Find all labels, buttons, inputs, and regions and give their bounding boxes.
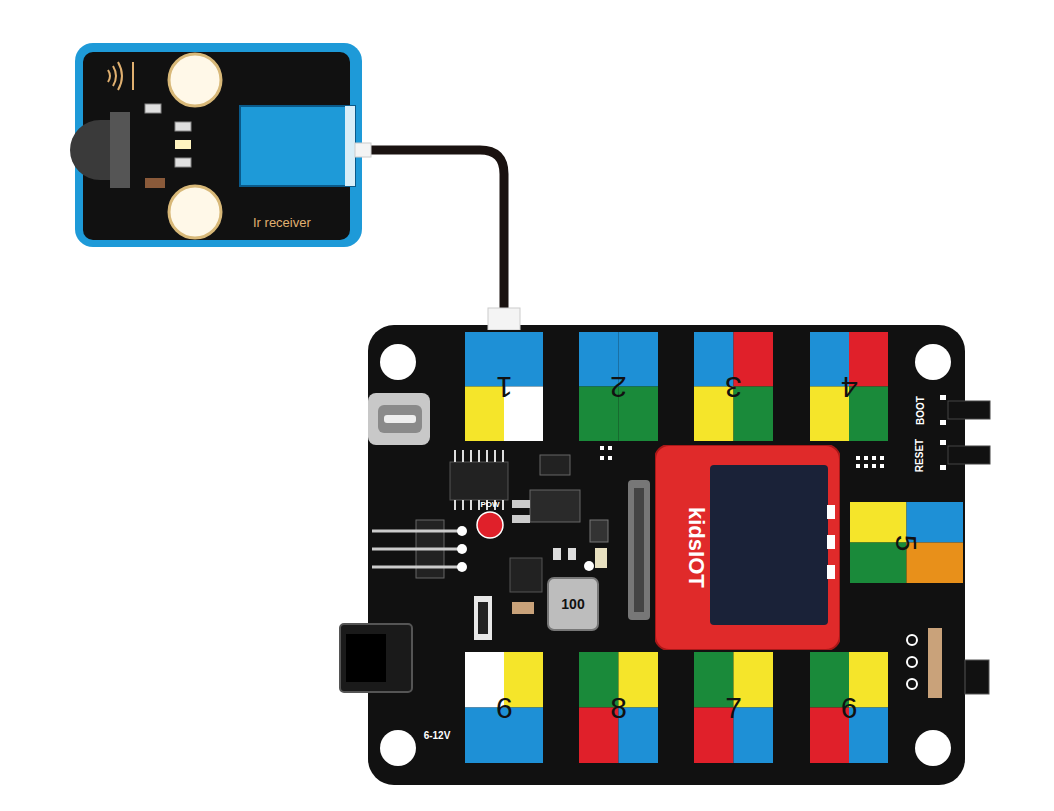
led [175,140,191,149]
display-frame [655,445,840,650]
card-slot [634,488,644,612]
usb-c-port [368,393,430,445]
ir-receiver-module: Ir receiver [75,43,362,247]
diode [478,602,488,634]
port-socket: 8 [577,650,660,765]
pad [457,562,467,572]
port-socket: 6 [808,650,890,765]
port-socket: 7 [692,650,775,765]
cable-plug [488,308,520,330]
port-number: 2 [610,370,627,404]
chip [450,462,508,500]
ir-symbol [108,62,133,90]
port-number: 9 [496,691,513,725]
button-pads [940,395,946,470]
regulator-pin [512,515,530,523]
dc-jack [340,624,412,692]
port-socket: 2 [577,330,660,443]
port-socket: 9 [463,650,545,765]
reset-button [948,446,990,464]
port-outline [809,651,889,764]
port-outline [693,651,774,764]
port-socket: 3 [692,330,775,443]
port-number: 7 [725,691,742,725]
pad [457,544,467,554]
chip [540,455,570,475]
usb-c-port [378,405,422,433]
port-outline [464,331,544,442]
screen-pin [827,505,835,519]
port-outline [809,331,889,442]
capacitor [145,178,165,188]
resistor-symbol [512,602,534,614]
pad [457,526,467,536]
screen-pin [827,535,835,549]
screen-pin [827,565,835,579]
chip-pins [455,450,503,510]
voltage-label: 6-12V [424,730,451,741]
switch-body [928,628,942,698]
port-outline [578,331,659,442]
smd-resistor [145,104,191,167]
port-socket: 5 [848,500,965,585]
button-label: RESET [915,438,926,471]
inductor-value: 100 [561,596,584,612]
mount-hole [915,730,951,766]
switch-pins [907,635,917,689]
mount-hole [169,54,221,106]
mount-hole [915,344,951,380]
port-number: 8 [610,691,627,725]
header-pins [372,531,460,567]
module-connector [345,106,355,186]
smd-part [584,561,594,571]
board-body [368,325,965,785]
port-number: 5 [890,534,924,551]
capacitor [595,548,607,568]
slide-switch [965,660,989,694]
port-number: 6 [841,691,858,725]
node-shape [75,43,362,247]
regulator-pin [512,500,530,508]
dc-jack [346,634,386,682]
chip [590,520,608,542]
boot-button [948,401,990,419]
power-led [477,512,503,538]
cable-plug [355,143,371,157]
port-outline [849,501,964,584]
mount-hole [380,344,416,380]
chip [510,558,542,592]
button-label: BOOT [914,396,925,425]
node-shape [655,445,840,650]
smd-part [568,548,576,560]
port-socket: 4 [808,330,890,443]
display-frame: kidsIOT [655,445,840,650]
mount-hole [169,186,221,238]
module-connector [240,106,355,186]
port-socket: 1 [463,330,545,443]
module-name: Ir receiver [253,215,311,230]
port-number: 3 [725,370,742,404]
regulator [530,490,580,522]
port-outline [693,331,774,442]
card-slot [628,480,650,620]
port-number: 1 [496,370,513,404]
diode [474,596,492,640]
mount-hole [380,730,416,766]
oled-screen [710,465,828,625]
usb-c-port [384,415,416,423]
led-label: POW [480,500,499,509]
port-outline [464,651,544,764]
port-number: 4 [841,370,858,404]
cable [362,150,504,330]
ir-sensor [110,112,130,188]
inductor [548,578,598,630]
port-outline [578,651,659,764]
smd-part [553,548,561,560]
module-frame [75,43,362,247]
brand-name: kidsIOT [683,507,709,588]
